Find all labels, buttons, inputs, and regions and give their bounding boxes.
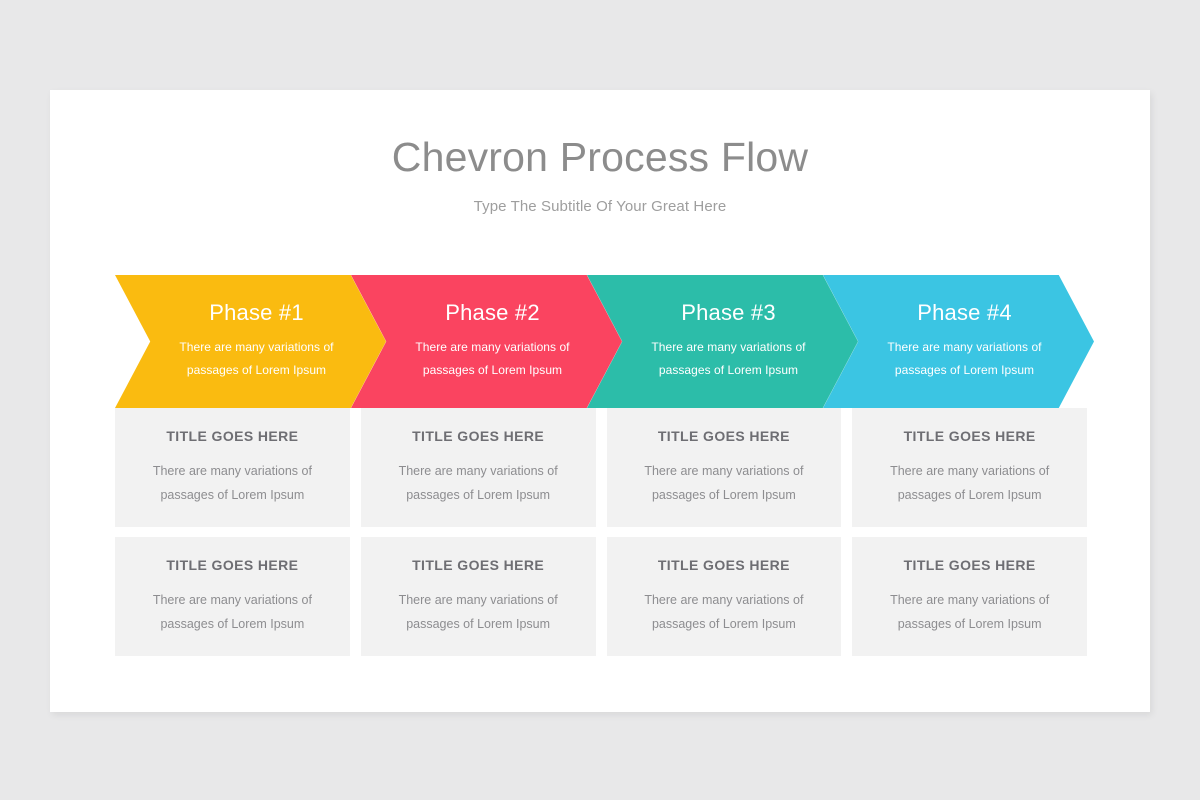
card-description: There are many variations of passages of… xyxy=(399,589,558,635)
chevron-phase-2-description-line1: There are many variations of xyxy=(415,340,570,355)
card-row2-col4[interactable]: TITLE GOES HERE There are many variation… xyxy=(852,537,1087,656)
chevron-phase-1[interactable]: Phase #1 There are many variations of pa… xyxy=(115,275,386,408)
card-row-2: TITLE GOES HERE There are many variation… xyxy=(115,537,1087,656)
card-description-line2: passages of Lorem Ipsum xyxy=(406,616,551,631)
chevron-phase-4-label: Phase #4 xyxy=(917,300,1012,326)
chevron-phase-2[interactable]: Phase #2 There are many variations of pa… xyxy=(351,275,622,408)
card-row2-col3[interactable]: TITLE GOES HERE There are many variation… xyxy=(606,537,842,656)
card-row2-col2[interactable]: TITLE GOES HERE There are many variation… xyxy=(360,537,596,656)
card-title: TITLE GOES HERE xyxy=(903,428,1036,445)
card-description-line1: There are many variations of xyxy=(644,464,804,479)
card-title: TITLE GOES HERE xyxy=(166,428,299,445)
chevron-phase-4-description: There are many variations of passages of… xyxy=(887,336,1041,380)
chevron-phase-1-label: Phase #1 xyxy=(209,300,304,326)
chevron-phase-1-description-line1: There are many variations of xyxy=(179,340,334,355)
chevron-phase-3[interactable]: Phase #3 There are many variations of pa… xyxy=(587,275,858,408)
card-description-line1: There are many variations of xyxy=(152,593,312,608)
chevron-phase-3-description: There are many variations of passages of… xyxy=(651,336,805,380)
card-title: TITLE GOES HERE xyxy=(166,557,299,574)
chevron-phase-3-description-line2: passages of Lorem Ipsum xyxy=(658,362,799,377)
card-grid: TITLE GOES HERE There are many variation… xyxy=(115,408,1087,666)
card-description-line2: passages of Lorem Ipsum xyxy=(406,487,551,502)
card-description-line2: passages of Lorem Ipsum xyxy=(160,616,305,631)
chevron-phase-2-content: Phase #2 There are many variations of pa… xyxy=(391,275,594,408)
card-description-line1: There are many variations of xyxy=(644,593,804,608)
card-title: TITLE GOES HERE xyxy=(903,557,1036,574)
chevron-phase-3-content: Phase #3 There are many variations of pa… xyxy=(627,275,830,408)
chevron-phase-1-description: There are many variations of passages of… xyxy=(179,336,333,380)
card-description: There are many variations of passages of… xyxy=(890,589,1049,635)
card-row-1: TITLE GOES HERE There are many variation… xyxy=(115,408,1087,527)
card-description-line2: passages of Lorem Ipsum xyxy=(160,487,305,502)
chevron-phase-4-content: Phase #4 There are many variations of pa… xyxy=(863,275,1066,408)
card-description: There are many variations of passages of… xyxy=(153,589,312,635)
card-row2-col1[interactable]: TITLE GOES HERE There are many variation… xyxy=(115,537,350,656)
page-title: Chevron Process Flow xyxy=(391,134,809,180)
chevron-phase-2-description: There are many variations of passages of… xyxy=(415,336,569,380)
card-description-line1: There are many variations of xyxy=(398,593,558,608)
chevron-phase-4-description-line1: There are many variations of xyxy=(887,340,1042,355)
card-description-line1: There are many variations of xyxy=(890,464,1050,479)
chevron-phase-3-label: Phase #3 xyxy=(681,300,776,326)
card-description-line1: There are many variations of xyxy=(152,464,312,479)
chevron-phase-2-description-line2: passages of Lorem Ipsum xyxy=(422,362,563,377)
slide-canvas: Chevron Process Flow Type The Subtitle O… xyxy=(50,90,1150,712)
card-description: There are many variations of passages of… xyxy=(644,460,803,506)
card-description: There are many variations of passages of… xyxy=(644,589,803,635)
chevron-phase-1-description-line2: passages of Lorem Ipsum xyxy=(186,362,327,377)
card-description-line1: There are many variations of xyxy=(398,464,558,479)
card-description: There are many variations of passages of… xyxy=(153,460,312,506)
card-description: There are many variations of passages of… xyxy=(399,460,558,506)
card-title: TITLE GOES HERE xyxy=(412,428,545,445)
card-description-line1: There are many variations of xyxy=(890,593,1050,608)
card-description-line2: passages of Lorem Ipsum xyxy=(897,616,1042,631)
chevron-phase-2-label: Phase #2 xyxy=(445,300,540,326)
chevron-phase-1-content: Phase #1 There are many variations of pa… xyxy=(155,275,358,408)
chevron-process-band: Phase #1 There are many variations of pa… xyxy=(115,275,1094,408)
chevron-phase-3-description-line1: There are many variations of xyxy=(651,340,806,355)
card-description-line2: passages of Lorem Ipsum xyxy=(651,487,796,502)
card-row1-col2[interactable]: TITLE GOES HERE There are many variation… xyxy=(360,408,596,527)
card-description-line2: passages of Lorem Ipsum xyxy=(897,487,1042,502)
card-description-line2: passages of Lorem Ipsum xyxy=(651,616,796,631)
card-title: TITLE GOES HERE xyxy=(412,557,545,574)
card-row1-col4[interactable]: TITLE GOES HERE There are many variation… xyxy=(852,408,1087,527)
card-row1-col3[interactable]: TITLE GOES HERE There are many variation… xyxy=(606,408,842,527)
card-title: TITLE GOES HERE xyxy=(657,428,790,445)
page-subtitle: Type The Subtitle Of Your Great Here xyxy=(473,198,727,215)
chevron-phase-4[interactable]: Phase #4 There are many variations of pa… xyxy=(823,275,1094,408)
card-description: There are many variations of passages of… xyxy=(890,460,1049,506)
card-row1-col1[interactable]: TITLE GOES HERE There are many variation… xyxy=(115,408,350,527)
card-title: TITLE GOES HERE xyxy=(657,557,790,574)
chevron-phase-4-description-line2: passages of Lorem Ipsum xyxy=(894,362,1035,377)
